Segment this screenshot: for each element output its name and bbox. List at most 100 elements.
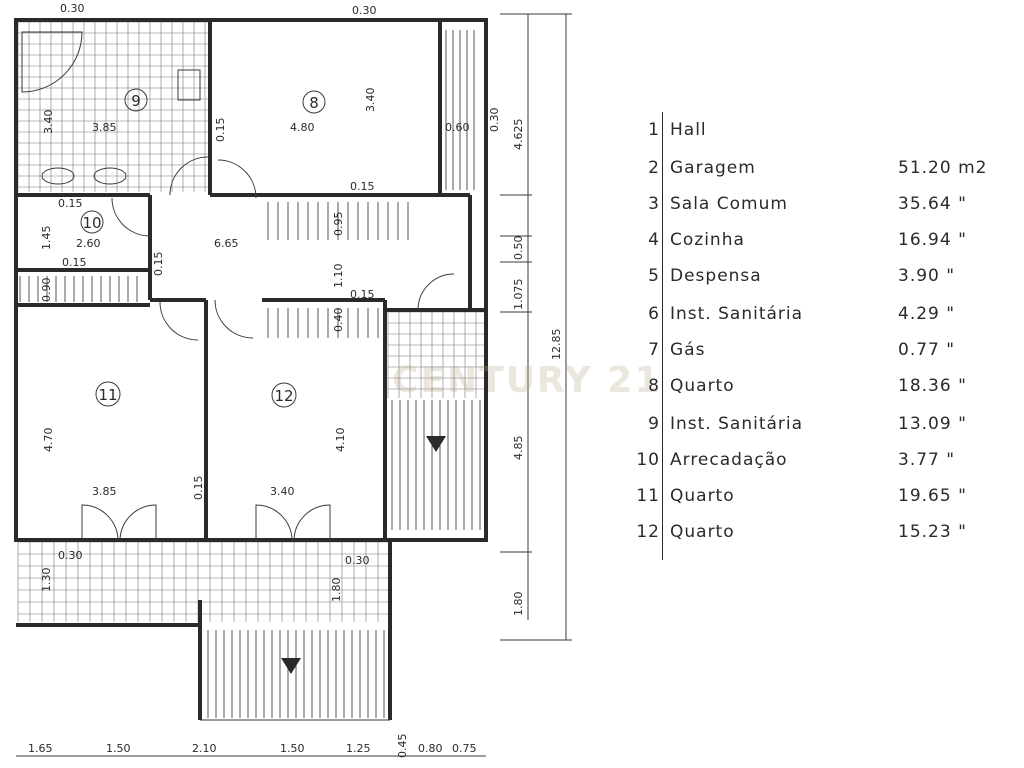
legend-name: Despensa bbox=[670, 266, 762, 286]
room-9-number: 9 bbox=[131, 92, 141, 110]
door-arc-10 bbox=[111, 197, 151, 237]
balcony-door-12-left bbox=[255, 504, 293, 541]
dim-bottom-3: 1.50 bbox=[280, 742, 305, 755]
corner-bathtub bbox=[21, 31, 83, 93]
balcony-door-11-right bbox=[119, 504, 157, 541]
legend-num: 10 bbox=[636, 450, 660, 470]
legend-row: 2 Garagem 51.20 m2 bbox=[620, 158, 1000, 182]
legend-name: Hall bbox=[670, 120, 707, 140]
legend-name: Inst. Sanitária bbox=[670, 304, 804, 324]
legend-area: 0.77 " bbox=[898, 340, 956, 360]
dim-wall-015-a: 0.15 bbox=[214, 118, 227, 143]
dim-room10-width: 2.60 bbox=[76, 237, 101, 250]
legend-area: 51.20 m2 bbox=[898, 158, 988, 178]
door-arc-12 bbox=[214, 299, 254, 339]
dim-balcony-130: 1.30 bbox=[40, 568, 53, 593]
dim-room9-width: 3.85 bbox=[92, 121, 117, 134]
wardrobe-room8 bbox=[445, 30, 475, 190]
balcony-stair-treads bbox=[199, 630, 385, 718]
dim-room10-top: 0.15 bbox=[58, 197, 83, 210]
dim-room8-width: 4.80 bbox=[290, 121, 315, 134]
legend-name: Sala Comum bbox=[670, 194, 788, 214]
dim-hall-width: 6.65 bbox=[214, 237, 239, 250]
legend-num: 5 bbox=[648, 266, 660, 286]
legend-num: 2 bbox=[648, 158, 660, 178]
legend-num: 4 bbox=[648, 230, 660, 250]
legend-name: Quarto bbox=[670, 522, 735, 542]
interior-stair-treads-lower bbox=[267, 308, 379, 338]
door-arc-9 bbox=[169, 156, 209, 196]
dim-right-1075: 1.075 bbox=[512, 279, 525, 311]
legend-area: 13.09 " bbox=[898, 414, 967, 434]
legend-name: Garagem bbox=[670, 158, 756, 178]
dim-room10-bottom: 0.15 bbox=[62, 256, 87, 269]
legend-num: 3 bbox=[648, 194, 660, 214]
legend-row: 4 Cozinha 16.94 " bbox=[620, 230, 1000, 254]
legend-name: Quarto bbox=[670, 376, 735, 396]
dim-room11-width: 3.85 bbox=[92, 485, 117, 498]
door-arc-8 bbox=[217, 159, 257, 199]
right-dimension-chain: 0.30 4.625 0.50 1.075 4.85 12.85 1.80 bbox=[488, 13, 572, 641]
dim-room9-height: 3.40 bbox=[42, 110, 55, 135]
dim-bottom-0: 1.65 bbox=[28, 742, 53, 755]
dim-room8-side: 0.60 bbox=[445, 121, 470, 134]
room-10-circle bbox=[80, 210, 104, 234]
dim-hall-015-b: 0.15 bbox=[350, 288, 375, 301]
dim-stair-040: 0.40 bbox=[332, 308, 345, 333]
wardrobe-lines bbox=[19, 276, 138, 302]
dimension-labels: 0.30 0.30 3.40 3.85 4.80 3.40 0.60 0.15 … bbox=[40, 2, 470, 602]
dim-balcony-180: 1.80 bbox=[330, 578, 343, 603]
dim-room12-height: 4.10 bbox=[334, 428, 347, 453]
room-11-circle bbox=[95, 381, 121, 407]
door-arc-11 bbox=[159, 301, 199, 341]
room-labels: 9 8 10 11 12 bbox=[80, 88, 326, 408]
walls bbox=[14, 18, 488, 721]
legend-area: 16.94 " bbox=[898, 230, 967, 250]
dim-wall-015-b: 0.15 bbox=[350, 180, 375, 193]
dim-bottom-6: 0.80 bbox=[418, 742, 443, 755]
stair-arrow-balcony bbox=[281, 658, 301, 674]
bottom-dimension-chain: 1.65 1.50 2.10 1.50 1.25 0.45 0.80 0.75 bbox=[16, 734, 486, 758]
door-arc-terrace bbox=[417, 273, 455, 311]
dim-stair-095: 0.95 bbox=[332, 212, 345, 237]
dim-right-180: 1.80 bbox=[512, 592, 525, 617]
room-9-circle bbox=[124, 88, 148, 112]
room-12-number: 12 bbox=[274, 387, 293, 405]
legend-area: 4.29 " bbox=[898, 304, 956, 324]
room-8-circle bbox=[302, 90, 326, 114]
legend-name: Cozinha bbox=[670, 230, 745, 250]
dim-top-right: 0.30 bbox=[352, 4, 377, 17]
legend-num: 9 bbox=[648, 414, 660, 434]
legend-area: 3.77 " bbox=[898, 450, 956, 470]
dim-hall-015: 0.15 bbox=[152, 252, 165, 277]
tile-patterns bbox=[17, 21, 484, 718]
legend-num: 11 bbox=[636, 486, 660, 506]
sink-right bbox=[93, 167, 127, 185]
terrace-stair-treads bbox=[391, 400, 481, 530]
balcony-door-11-left bbox=[81, 504, 119, 541]
room-11-number: 11 bbox=[98, 386, 117, 404]
dim-bottom-1: 1.50 bbox=[106, 742, 131, 755]
room-10-number: 10 bbox=[82, 214, 101, 232]
dim-room11-height: 4.70 bbox=[42, 428, 55, 453]
fixtures bbox=[21, 31, 455, 674]
dim-right-1285: 12.85 bbox=[550, 329, 563, 361]
legend-num: 1 bbox=[648, 120, 660, 140]
legend-divider bbox=[662, 112, 663, 560]
dim-room8-height: 3.40 bbox=[364, 88, 377, 113]
dim-balcony-030-b: 0.30 bbox=[345, 554, 370, 567]
dim-right-030: 0.30 bbox=[488, 108, 501, 133]
legend-name: Quarto bbox=[670, 486, 735, 506]
legend-name: Inst. Sanitária bbox=[670, 414, 804, 434]
dim-room12-width: 3.40 bbox=[270, 485, 295, 498]
